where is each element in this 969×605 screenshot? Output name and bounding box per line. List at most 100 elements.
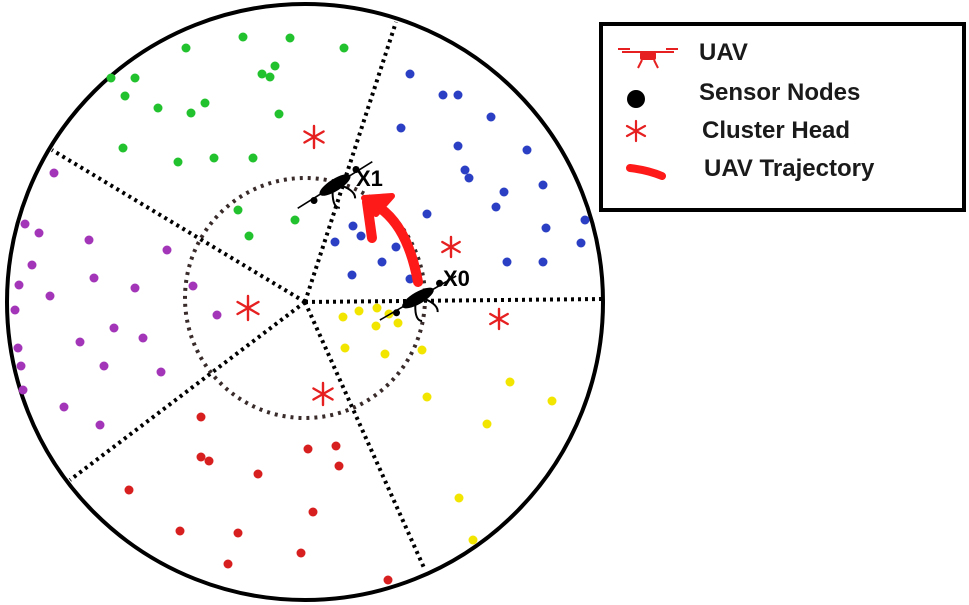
sensor-node [538,180,548,190]
sensor-node [84,235,94,245]
cluster-head-stroke [312,387,334,401]
sensor-node [138,333,148,343]
divider-north [303,21,398,303]
sensor-node [486,112,496,122]
legend-label-uav: UAV [699,39,748,66]
legend-label-uav-trajectory: UAV Trajectory [704,155,875,182]
sensor-node [20,219,30,229]
sensor-node [16,361,26,371]
sensor-node [422,392,432,402]
uav-motor [352,166,360,174]
trajectory-line-icon [626,164,666,180]
uav-landing-gear [331,185,357,209]
sensor-node [547,396,557,406]
sensor-node [212,310,222,320]
uav-body [319,174,351,196]
sensor-node [372,303,382,313]
sensor-node [153,103,163,113]
sensor-node [541,223,551,233]
sensor-node [491,202,501,212]
sensor-node [464,173,474,183]
sensor-node [502,257,512,267]
sensor-node [59,402,69,412]
sensor-node [482,419,492,429]
sensor-node [422,209,432,219]
divider-southwest [68,300,307,482]
cluster-head-marker [441,235,461,259]
sensor-node [371,321,381,331]
sensor-node [380,349,390,359]
sensor-node [460,165,470,175]
sensor-node [18,385,28,395]
sensor-node [233,205,243,215]
sensor-node [265,72,275,82]
sensor-node [331,441,341,451]
sensor-node [340,343,350,353]
sensor-node [10,305,20,315]
sensor-node [196,412,206,422]
sensor-node [120,91,130,101]
sensor-nodes-yellow-cluster [338,303,557,545]
sensor-node [580,215,590,225]
cluster-head-stroke [236,300,260,316]
sensor-node [233,528,243,538]
sensor-nodes-red-cluster [124,412,393,585]
sensor-node [347,270,357,280]
legend-label-sensor-nodes: Sensor Nodes [699,79,860,106]
sensor-node [238,32,248,42]
sensor-node [162,245,172,255]
drone-icon-legs [637,59,659,69]
sensor-node [223,559,233,569]
sensor-node [354,306,364,316]
uav-x0-label: X0 [443,266,470,291]
asterisk-icon [625,119,647,143]
sensor-node [244,231,254,241]
sensor-node [181,43,191,53]
cluster-head-stroke [303,130,325,144]
sensor-node [75,337,85,347]
sensor-node [188,281,198,291]
cluster-head-marker [236,294,260,322]
sensor-node [186,108,196,118]
sensor-node [175,526,185,536]
legend-label-cluster-head: Cluster Head [702,117,850,144]
sensor-node [124,485,134,495]
sensor-node [200,98,210,108]
uav-motor [310,196,318,204]
sensor-node [453,141,463,151]
sensor-node [334,461,344,471]
sensor-node [274,109,284,119]
sensor-node [173,157,183,167]
sensor-node [130,283,140,293]
sensor-node [209,153,219,163]
asterisk-stroke [625,124,647,138]
cluster-heads [236,124,509,407]
uav-trajectory-arrow [361,193,423,287]
uav-body [402,287,434,309]
uav-x1-label: X1 [356,166,383,191]
uav-landing-gear [414,298,439,323]
sensor-nodes-green-cluster [106,32,349,241]
sensor-node [348,221,358,231]
sensor-node [34,228,44,238]
sensor-node [89,273,99,283]
trajectory-arrowhead-left [362,197,377,243]
sensor-node [308,507,318,517]
divider-northwest [50,148,307,304]
sensor-nodes-purple-cluster [10,168,222,430]
cluster-head-stroke [441,240,461,254]
dot-icon [627,90,645,108]
uav-x1 [297,161,373,209]
sector-dividers [50,21,604,571]
sensor-node [196,452,206,462]
sensor-nodes-blue-cluster [330,69,590,284]
sensor-node [377,257,387,267]
sensor-node [296,548,306,558]
sensor-node [393,318,403,328]
sensor-node [383,575,393,585]
sensor-node [330,237,340,247]
sensor-node [454,493,464,503]
sensor-node [13,343,23,353]
sensor-node [109,323,119,333]
